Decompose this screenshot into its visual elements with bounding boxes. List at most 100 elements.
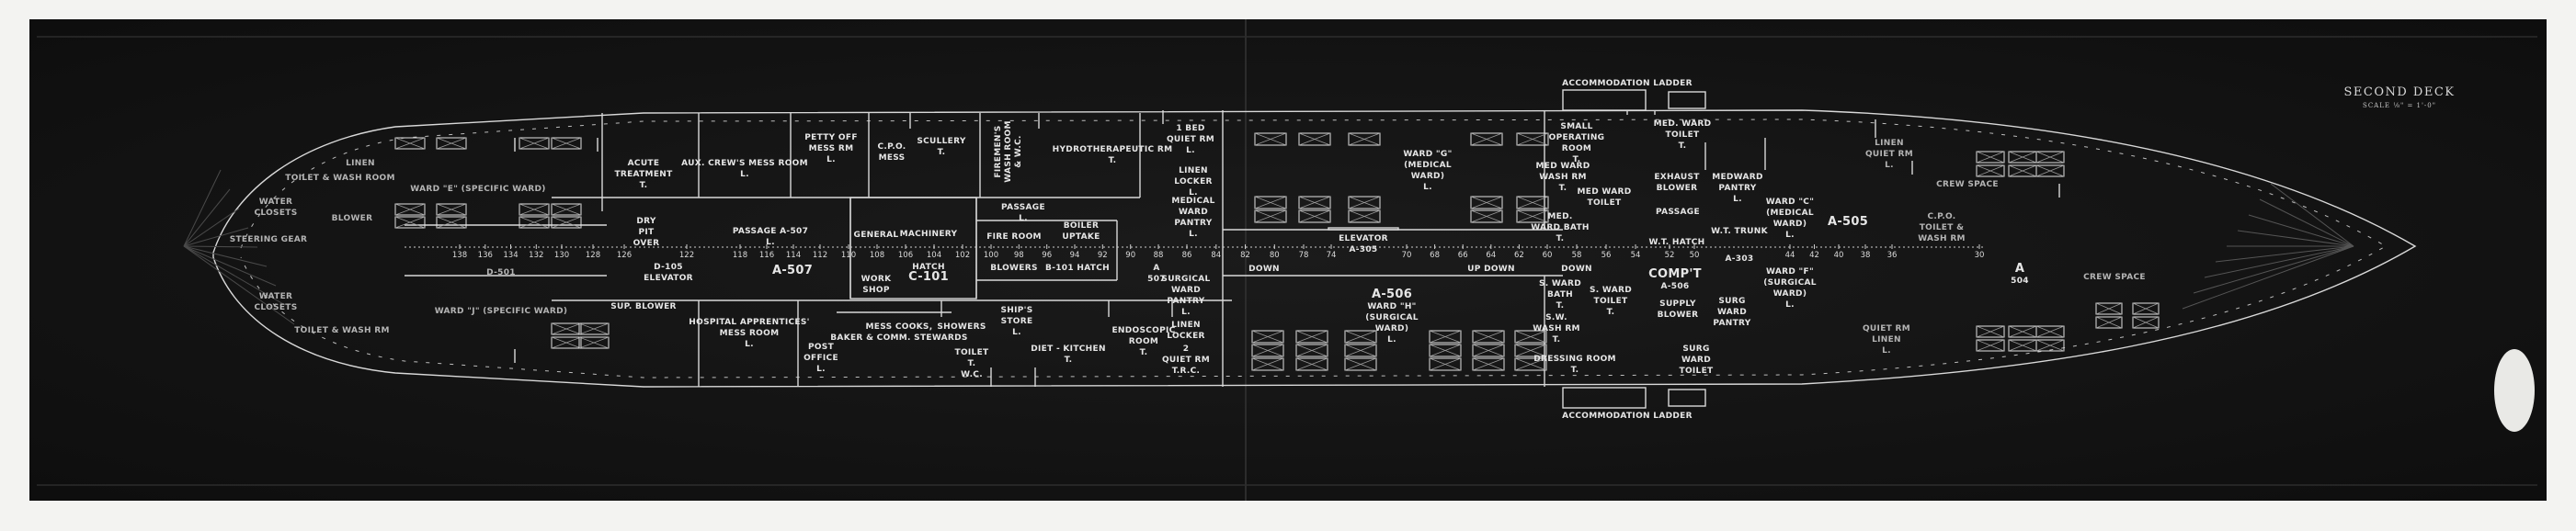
bunk <box>1344 357 1377 371</box>
passage-upper-label-line: L. <box>1019 214 1028 223</box>
bunk <box>551 203 582 216</box>
bunk-cross <box>578 336 610 349</box>
bow-frame-line <box>2270 183 2354 247</box>
cpo-mess-label-line: C.P.O. <box>877 142 906 152</box>
linen-locker-upper-label-line: LINEN <box>1179 166 1208 175</box>
bunk <box>1348 209 1381 223</box>
bunk <box>1298 196 1331 209</box>
acute-treatment-label-line: ACUTE <box>628 159 660 168</box>
bunk-cross <box>436 137 467 150</box>
linen-aft-label-line: LINEN <box>346 159 375 168</box>
bunk <box>2035 339 2065 352</box>
ladder-bottom-steps <box>1668 389 1706 407</box>
wt-hatch-label-line: W.T. HATCH <box>1648 238 1704 247</box>
bunk-cross <box>1298 209 1331 223</box>
bunk-frame <box>2095 302 2123 315</box>
aux-crews-mess-room-label-line: AUX. CREW'S MESS ROOM <box>681 159 808 168</box>
water-closets-upper-label-line: WATER <box>259 198 293 207</box>
petty-officers-mess-label-line: L. <box>826 155 836 164</box>
general-work-shop-label-line: GENERAL <box>854 231 899 240</box>
ships-store-label-line: L. <box>1012 328 1021 337</box>
cpo-toilet-label-line: TOILET & <box>1920 223 1965 232</box>
s-ward-toilet-label-line: TOILET <box>1594 297 1629 306</box>
exhaust-blower-label-line: BLOWER <box>1657 184 1698 193</box>
s-ward-toilet-label-line: T. <box>1607 308 1615 317</box>
bunk-frame <box>1254 132 1287 146</box>
frame-number: 52 <box>1665 251 1675 260</box>
med-ward-bath-label-line: WARD BATH <box>1531 223 1590 232</box>
toilet-wc-label-line: W.C. <box>961 370 983 379</box>
bunk-frame <box>2035 325 2065 338</box>
post-office-label-line: POST <box>808 343 835 352</box>
bunk-cross <box>1251 330 1284 344</box>
bunk-frame <box>1516 209 1549 223</box>
sup-blower-label-line: SUP. BLOWER <box>610 302 677 311</box>
room-crew-space-upper: CREW SPACE <box>1936 180 1998 189</box>
bunk-cross <box>1295 357 1328 371</box>
ward-c-label-line: WARD) <box>1773 220 1807 229</box>
bunk-frame <box>1344 330 1377 344</box>
bunk <box>551 137 582 150</box>
stern-frame-line <box>183 188 231 247</box>
boiler-uptake-label-line: BOILER <box>1064 221 1099 231</box>
bunk-cross <box>1470 209 1503 223</box>
toilet-wash-room-upper-label-line: TOILET & WASH ROOM <box>285 174 395 183</box>
stern-frame-line <box>183 169 222 247</box>
compartment-a504-label-line: 504 <box>2011 277 2029 286</box>
ships-store-label-line: SHIP'S <box>1001 306 1033 315</box>
bunk-cross <box>551 137 582 150</box>
bunk <box>578 336 610 349</box>
bunk <box>1254 196 1287 209</box>
bunk-frame <box>1514 344 1547 357</box>
bunk <box>1348 196 1381 209</box>
bunk-frame <box>1295 344 1328 357</box>
bunk <box>551 216 582 229</box>
bunk-frame <box>1976 164 2005 177</box>
supply-blower-label-line: BLOWER <box>1658 311 1699 320</box>
s-ward-bath-label-line: S. WARD <box>1539 279 1581 288</box>
bunk <box>1516 132 1549 146</box>
room-sup-blower: SUP. BLOWER <box>610 302 677 311</box>
room-crew-space-lower: CREW SPACE <box>2083 273 2145 282</box>
room-cpo-toilet: C.P.O.TOILET &WASH RM <box>1918 212 1965 243</box>
bunk-cross <box>1348 196 1381 209</box>
frame-number: 82 <box>1240 251 1250 260</box>
bunk <box>2095 302 2123 315</box>
quiet-room-1-bed-label-line: 1 BED <box>1176 124 1204 133</box>
bunk <box>1348 132 1381 146</box>
compartment-a506-label-line: COMP'T <box>1648 267 1702 281</box>
ward-h-label-line: A-506 <box>1372 288 1412 301</box>
bow-frame-line <box>2259 198 2354 247</box>
frame-number: 116 <box>759 251 774 260</box>
bunk-cross <box>1344 357 1377 371</box>
sw-wash-room-label-line: S.W. <box>1545 313 1567 322</box>
linen-locker-upper-label-line: L. <box>1189 188 1198 198</box>
elevator-d105-label-line: D-105 <box>654 263 683 272</box>
room-cpo-mess: C.P.O.MESS <box>877 142 906 163</box>
frame-number: 68 <box>1430 251 1440 260</box>
frame-number: 66 <box>1458 251 1468 260</box>
bunk-cross <box>1470 196 1503 209</box>
ward-f-label-line: WARD) <box>1773 289 1807 299</box>
frame-number: 106 <box>898 251 913 260</box>
bunk-cross <box>1976 339 2005 352</box>
bunk-frame <box>1516 196 1549 209</box>
bunk-cross <box>2132 316 2160 329</box>
blower-aft-label-line: BLOWER <box>332 214 373 223</box>
bow-frame-line <box>2237 230 2354 247</box>
stern-frame-line <box>183 227 249 247</box>
bunk-frame <box>1976 339 2005 352</box>
quiet-room-1-bed-label-line: QUIET RM <box>1167 135 1214 144</box>
bunk-frame <box>1251 330 1284 344</box>
